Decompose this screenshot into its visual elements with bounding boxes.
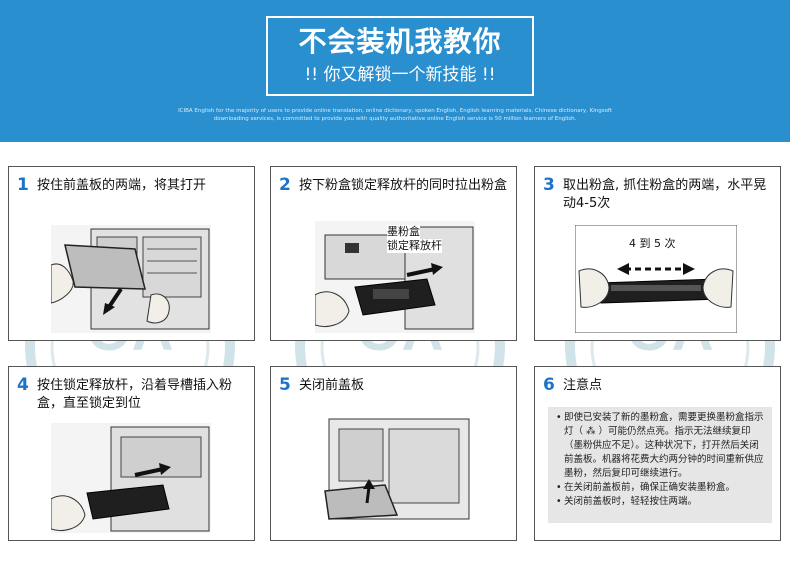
banner-blurb: ICIBA English for the majority of users … bbox=[150, 107, 640, 123]
blurb-line-2: downloading services, is committed to pr… bbox=[213, 116, 577, 122]
step-panel-1: 1 按住前盖板的两端，将其打开 bbox=[8, 166, 255, 341]
step-instruction: 按住前盖板的两端，将其打开 bbox=[37, 178, 207, 193]
step-instruction: 取出粉盒, 抓住粉盒的两端，水平晃动4-5次 bbox=[563, 178, 767, 211]
step-panel-2: 2 按下粉盒锁定释放杆的同时拉出粉盒 墨粉盒 锁定释放杆 bbox=[270, 166, 517, 341]
close-front-cover-illustration bbox=[319, 415, 473, 523]
note-item-2: 在关闭前盖板前，确保正确安装墨粉盒。 bbox=[556, 481, 766, 495]
header-banner: 不会装机我教你 !! 你又解锁一个新技能 !! ICIBA English fo… bbox=[0, 0, 790, 142]
insert-toner-illustration bbox=[51, 423, 211, 533]
step-panel-6: 6 注意点 即使已安装了新的墨粉盒，需要更换墨粉盒指示灯（ ⁂ ）可能仍然点亮。… bbox=[534, 366, 781, 541]
step-instruction: 按住锁定释放杆，沿着导槽插入粉盒，直至锁定到位 bbox=[37, 378, 233, 411]
notes-box: 即使已安装了新的墨粉盒，需要更换墨粉盒指示灯（ ⁂ ）可能仍然点亮。指示无法继续… bbox=[548, 407, 772, 523]
step-panel-5: 5 关闭前盖板 bbox=[270, 366, 517, 541]
step-number: 1 bbox=[17, 175, 29, 195]
pull-toner-illustration bbox=[315, 221, 475, 333]
blurb-line-1: ICIBA English for the majority of users … bbox=[178, 108, 612, 114]
step-title: 注意点 bbox=[563, 378, 603, 393]
step-number: 5 bbox=[279, 375, 291, 395]
step-number: 3 bbox=[543, 175, 555, 195]
callout-toner: 墨粉盒 bbox=[387, 225, 420, 239]
step-instruction: 按下粉盒锁定释放杆的同时拉出粉盒 bbox=[299, 178, 508, 193]
title-box: 不会装机我教你 !! 你又解锁一个新技能 !! bbox=[266, 16, 534, 96]
step-panel-3: 3 取出粉盒, 抓住粉盒的两端，水平晃动4-5次 4 到 5 次 bbox=[534, 166, 781, 341]
note-item-3: 关闭前盖板时，轻轻按住两端。 bbox=[556, 495, 766, 509]
page-subtitle: !! 你又解锁一个新技能 !! bbox=[304, 65, 496, 85]
page-title: 不会装机我教你 bbox=[298, 25, 502, 58]
callout-lock-lever: 锁定释放杆 bbox=[387, 239, 442, 253]
open-front-cover-illustration bbox=[51, 225, 211, 333]
step-panel-4: 4 按住锁定释放杆，沿着导槽插入粉盒，直至锁定到位 bbox=[8, 366, 255, 541]
step-instruction: 关闭前盖板 bbox=[299, 378, 365, 393]
step-number: 6 bbox=[543, 375, 555, 395]
step-number: 2 bbox=[279, 175, 291, 195]
note-item-1: 即使已安装了新的墨粉盒，需要更换墨粉盒指示灯（ ⁂ ）可能仍然点亮。指示无法继续… bbox=[556, 411, 766, 481]
step-number: 4 bbox=[17, 375, 29, 395]
callout-shake-times: 4 到 5 次 bbox=[629, 237, 676, 251]
